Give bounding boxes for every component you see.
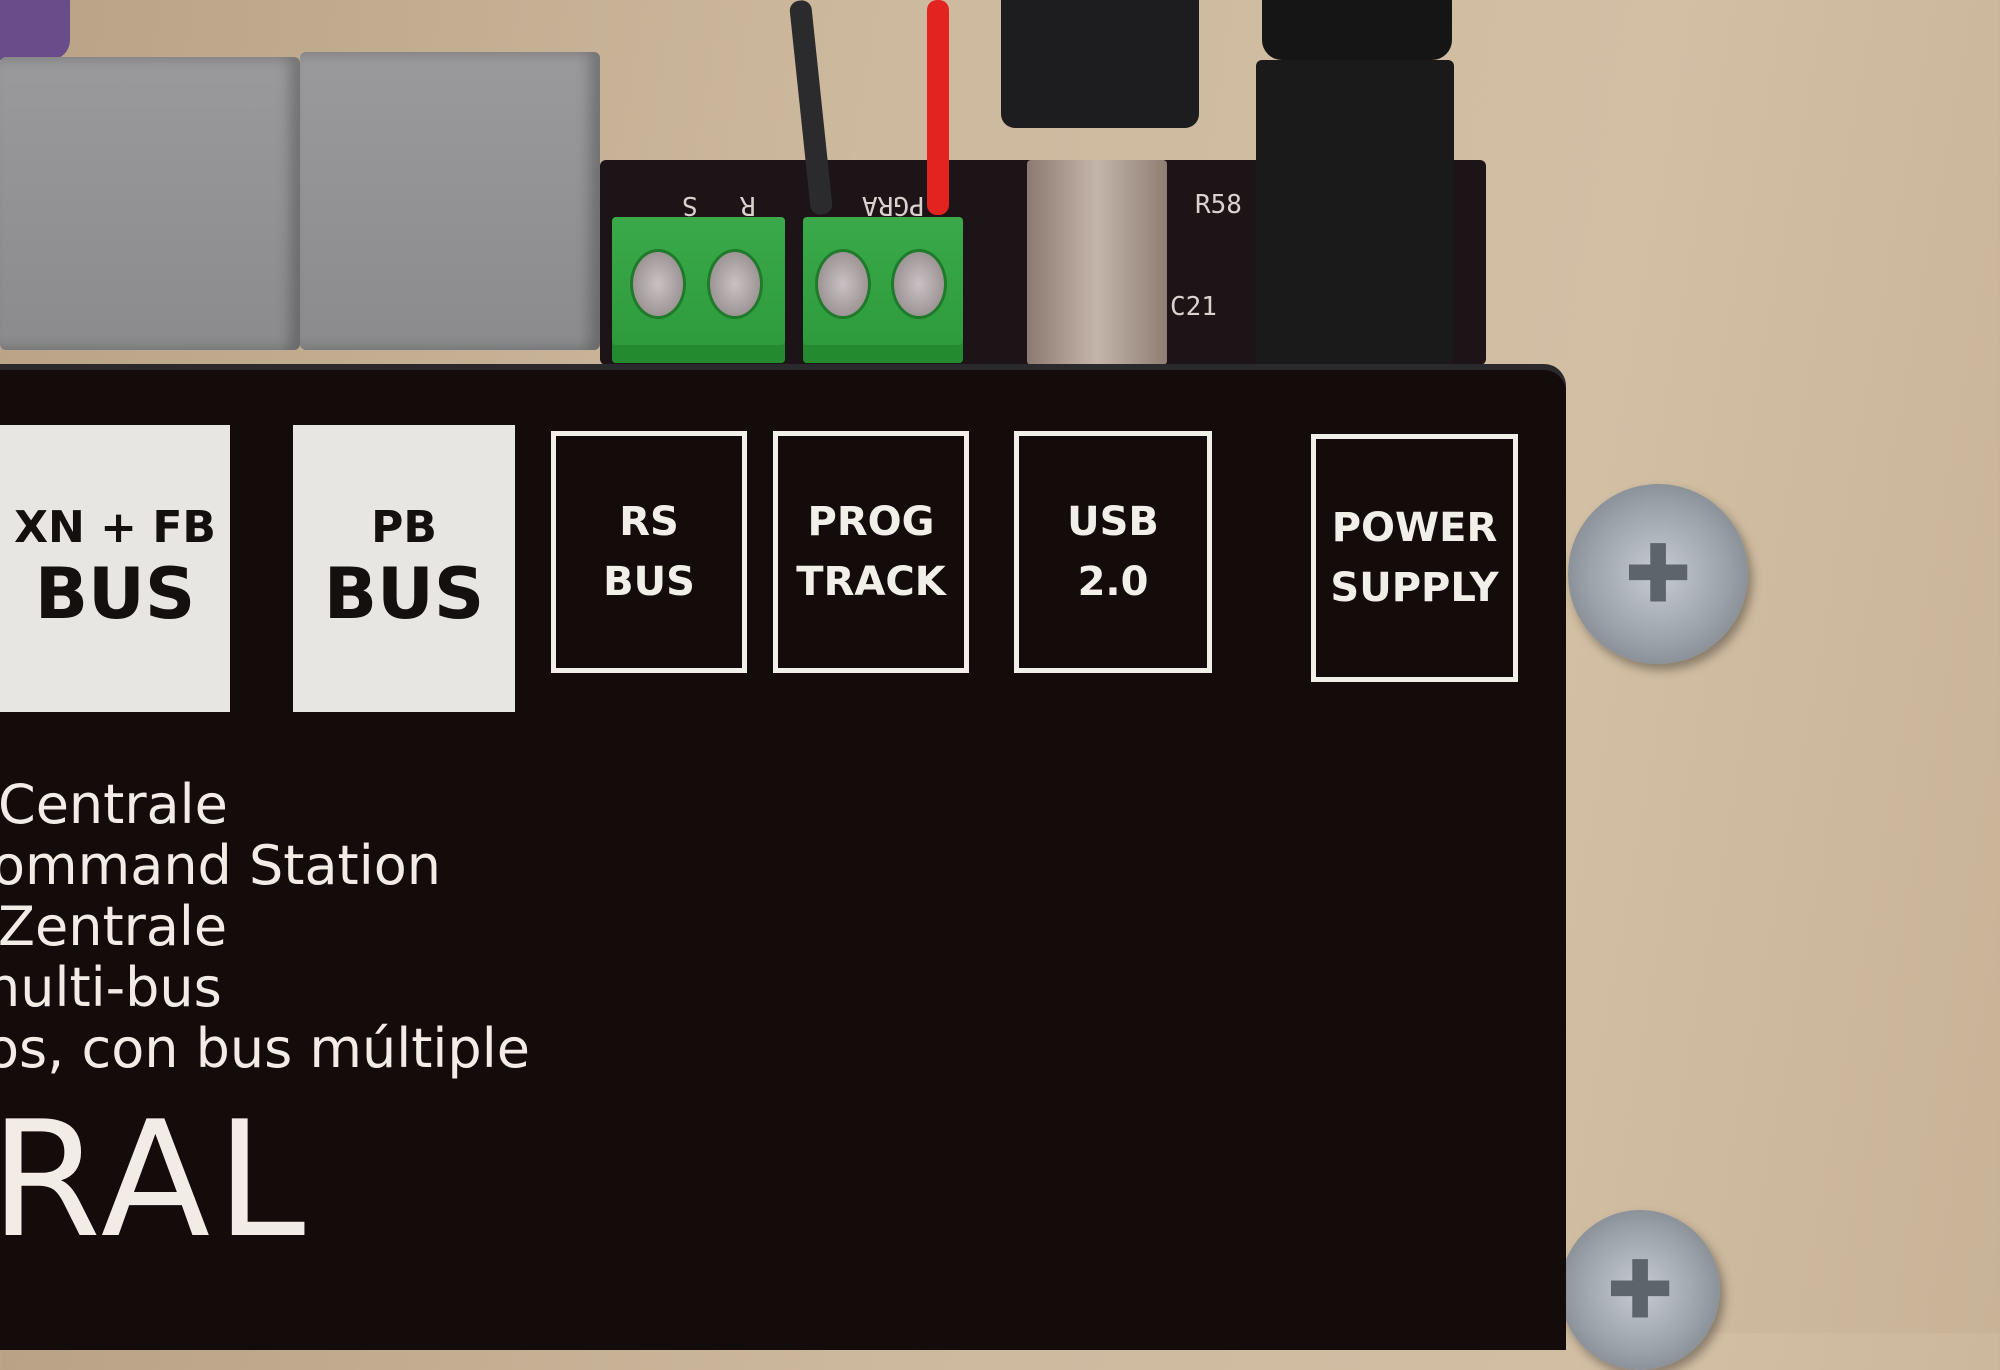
label-xn-fb-bus: XN + FB BUS: [0, 425, 230, 712]
label-line: POWER: [1331, 505, 1498, 551]
terminal-screw: [815, 249, 871, 319]
label-line: USB: [1067, 499, 1159, 545]
label-line: PB: [371, 502, 437, 553]
description-line: Centrale: [0, 773, 228, 836]
description-line: ommand Station: [0, 834, 441, 897]
command-station-case: XN + FB BUS PB BUS RS BUS PROG TRACK USB…: [0, 370, 1566, 1350]
silk-c21: C21: [1170, 292, 1217, 322]
silk-progr: PGRA: [862, 190, 925, 220]
prog-track-terminal-block: [803, 217, 963, 363]
silk-s: S: [682, 190, 698, 220]
red-wire: [927, 0, 949, 215]
label-line: BUS: [323, 553, 485, 635]
pb-bus-connector: [300, 52, 600, 350]
mini-usb-port: [1027, 160, 1167, 365]
label-line: RS: [619, 499, 679, 545]
label-usb: USB 2.0: [1014, 431, 1212, 673]
label-power-supply: POWER SUPPLY: [1311, 434, 1518, 682]
terminal-screw: [891, 249, 947, 319]
label-line: BUS: [603, 559, 695, 605]
brand-name: RAL: [0, 1086, 312, 1273]
label-line: BUS: [34, 553, 196, 635]
terminal-screw: [707, 249, 763, 319]
label-line: 2.0: [1077, 559, 1149, 605]
silk-r: R: [740, 190, 756, 220]
power-jack: [1256, 60, 1454, 365]
power-plug: [1262, 0, 1452, 60]
description-line: os, con bus múltiple: [0, 1017, 530, 1080]
usb-plug: [1001, 0, 1199, 128]
mounting-screw: ✚: [1560, 1210, 1720, 1370]
description-line: Zentrale: [0, 895, 228, 958]
terminal-screw: [630, 249, 686, 319]
description-line: nulti-bus: [0, 956, 222, 1019]
purple-cable: [0, 0, 70, 60]
label-prog-track: PROG TRACK: [773, 431, 969, 673]
mounting-screw: ✚: [1568, 484, 1748, 664]
label-pb-bus: PB BUS: [293, 425, 515, 712]
label-line: PROG: [807, 499, 935, 545]
label-line: SUPPLY: [1330, 565, 1499, 611]
label-line: XN + FB: [14, 502, 216, 553]
rs-bus-terminal-block: [612, 217, 785, 363]
label-rs-bus: RS BUS: [551, 431, 747, 673]
label-line: TRACK: [796, 559, 946, 605]
xn-fb-bus-connector: [0, 57, 300, 350]
silk-r58: R58: [1195, 190, 1242, 220]
